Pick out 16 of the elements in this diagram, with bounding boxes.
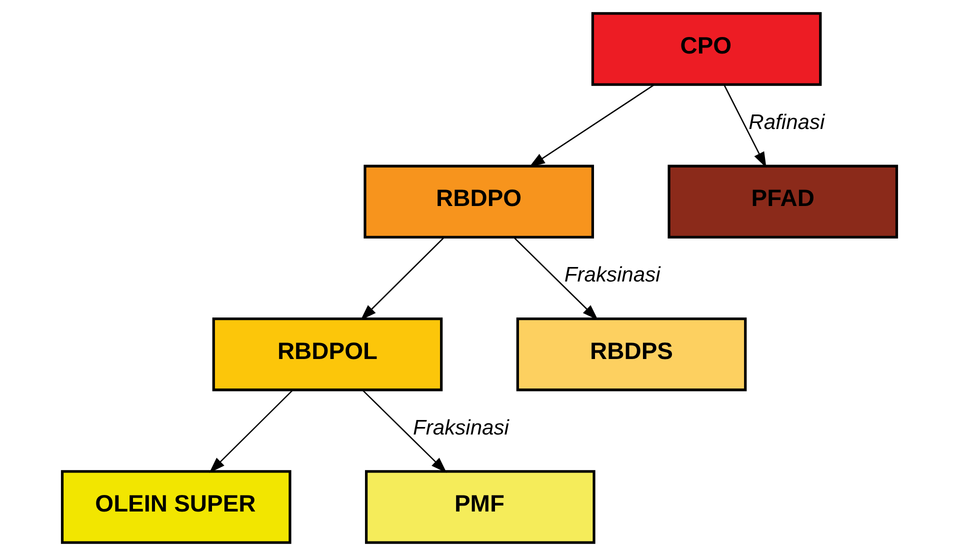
edge-label: Fraksinasi [564,264,660,287]
node-box: CPO [590,12,822,86]
edge-label: Fraksinasi [412,416,508,440]
arrow [360,236,444,320]
arrow [528,84,654,168]
node-box: PMF [364,470,595,544]
arrow [722,84,766,168]
arrow [512,236,598,320]
arrow [208,390,293,473]
node-box: RBDPOL [212,317,442,392]
node-box: OLEIN SUPER [60,470,291,544]
node-box: PFAD [667,164,898,239]
node-box: RBDPS [516,317,746,392]
node-box: RBDPO [363,164,594,239]
arrow [362,390,446,473]
edge-label: Rafinasi [748,111,824,134]
